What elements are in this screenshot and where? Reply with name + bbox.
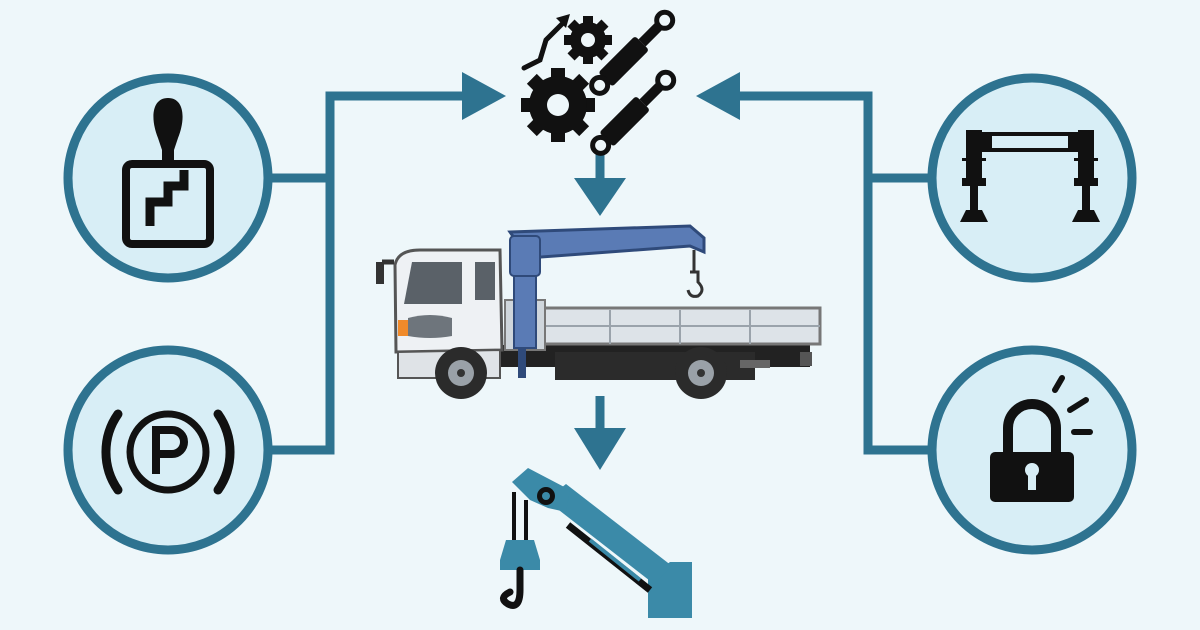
node-circle-safety-lock: [927, 345, 1137, 555]
arrowhead-down-arm: [574, 428, 626, 470]
arrowheads: [462, 72, 740, 470]
crane-truck-icon: [376, 224, 822, 399]
crane-arm-hook-icon: [500, 468, 692, 618]
gear-shift-icon: [122, 98, 214, 248]
connector-right-bottom: [863, 178, 932, 455]
connector-right-top: [735, 91, 932, 183]
connector-left-top: [268, 91, 470, 183]
gears-hydraulics-icon: [521, 9, 677, 156]
arrowhead-left: [462, 72, 506, 120]
outrigger-jacks-icon: [960, 130, 1100, 222]
safety-lock-icon: [990, 375, 1093, 502]
connectors: [268, 91, 932, 455]
connector-left-bottom: [268, 178, 335, 455]
parking-brake-icon: [101, 409, 235, 495]
arrowhead-right: [696, 72, 740, 120]
truck-wheels: [435, 347, 727, 399]
node-circle-outriggers: [927, 73, 1137, 283]
node-circles: [63, 73, 1137, 555]
arrowhead-down-truck: [574, 178, 626, 216]
node-circle-gear-shift: [63, 73, 273, 283]
